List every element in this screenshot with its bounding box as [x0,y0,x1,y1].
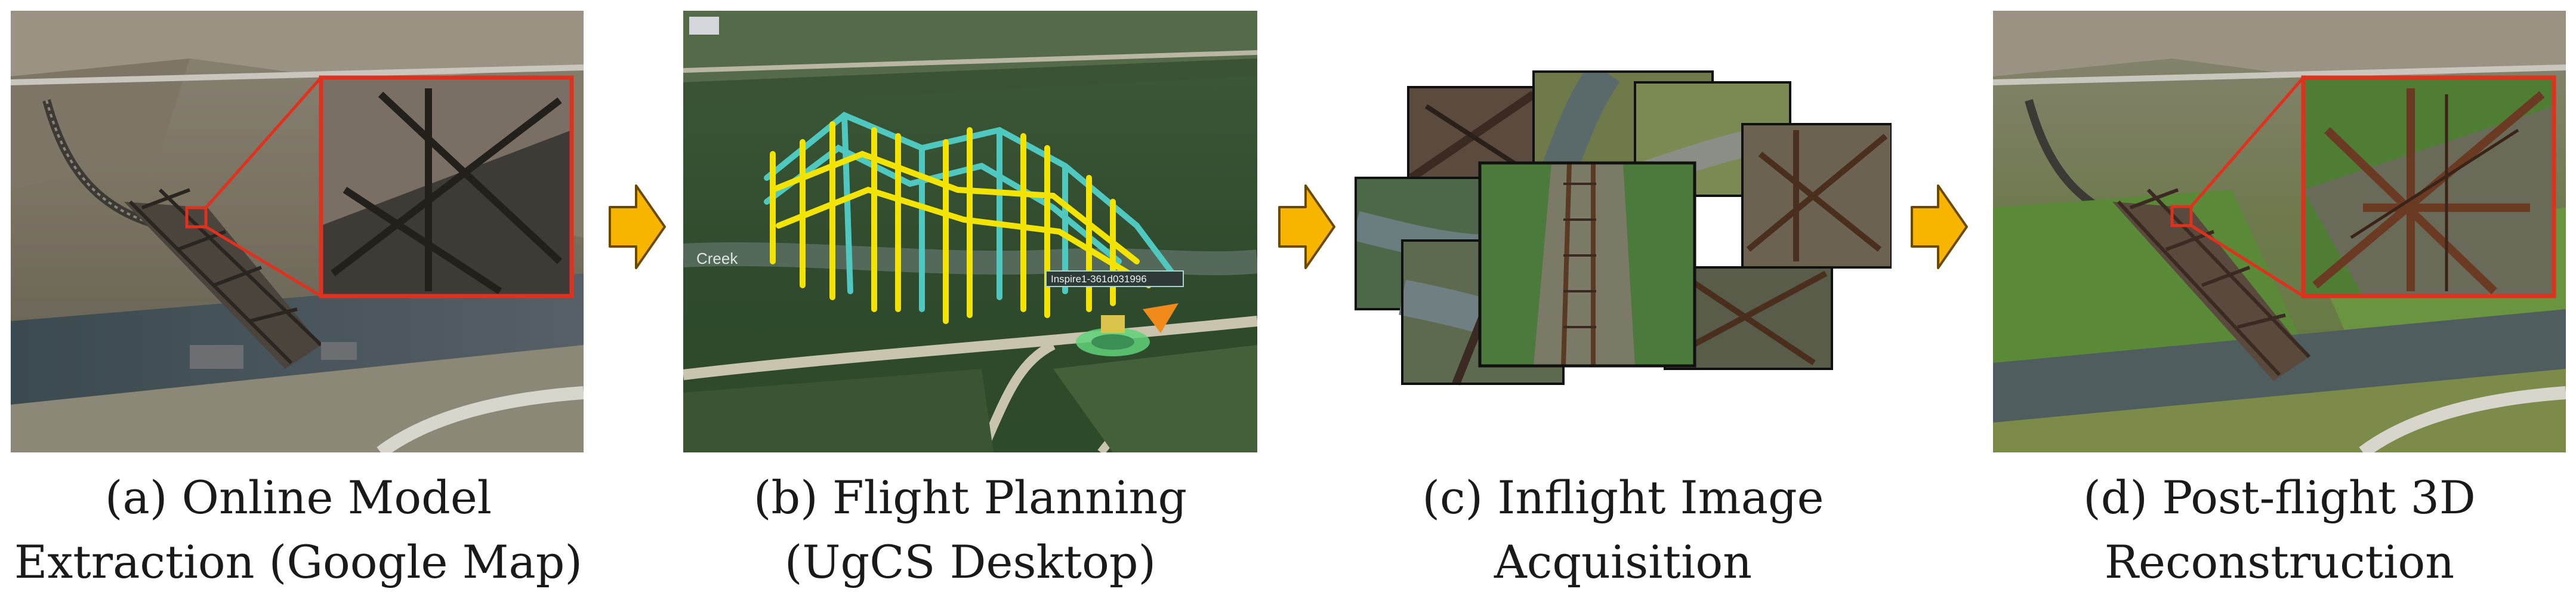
zoom-source-box [185,206,208,229]
arrow-right-icon [1909,182,1969,272]
panel-c-inflight-images [1355,70,1892,387]
zoom-inset [2301,75,2556,298]
zoom-source-box [2170,205,2193,227]
map-overlay-icon [689,17,719,35]
panel-a-online-model-image [11,11,584,452]
drone-tag: Inspire1-361d031996 [1045,270,1184,287]
creek-label: Creek [696,249,738,267]
arrow-right-icon [607,182,667,272]
drone-marker [1076,303,1179,356]
caption-panel-b: (b) Flight Planning (UgCS Desktop) [672,466,1269,594]
caption-line: (c) Inflight Image [1422,471,1824,524]
caption-line: (UgCS Desktop) [784,535,1156,588]
inflight-photo [1741,123,1892,269]
caption-line: (a) Online Model [104,471,492,524]
caption-line: Acquisition [1494,535,1753,588]
svg-text:Inspire1-361d031996: Inspire1-361d031996 [1051,273,1147,285]
caption-panel-c: (c) Inflight Image Acquisition [1325,466,1921,594]
caption-line: (b) Flight Planning [753,471,1187,524]
bridge-shape [2112,188,2311,381]
caption-line: Extraction (Google Map) [14,535,583,588]
caption-panel-a: (a) Online Model Extraction (Google Map) [0,466,597,594]
inflight-photo-front [1478,161,1696,368]
caption-line: (d) Post-flight 3D [2083,471,2476,524]
panel-b-flight-planning-image: Creek [683,11,1257,452]
caption-line: Reconstruction [2104,535,2455,588]
bridge-shape [124,188,357,369]
zoom-inset [319,75,574,298]
panel-d-reconstruction-image [1993,11,2566,452]
caption-panel-d: (d) Post-flight 3D Reconstruction [1981,466,2576,594]
flight-path-wireframe [764,112,1176,324]
arrow-right-icon [1277,182,1337,272]
